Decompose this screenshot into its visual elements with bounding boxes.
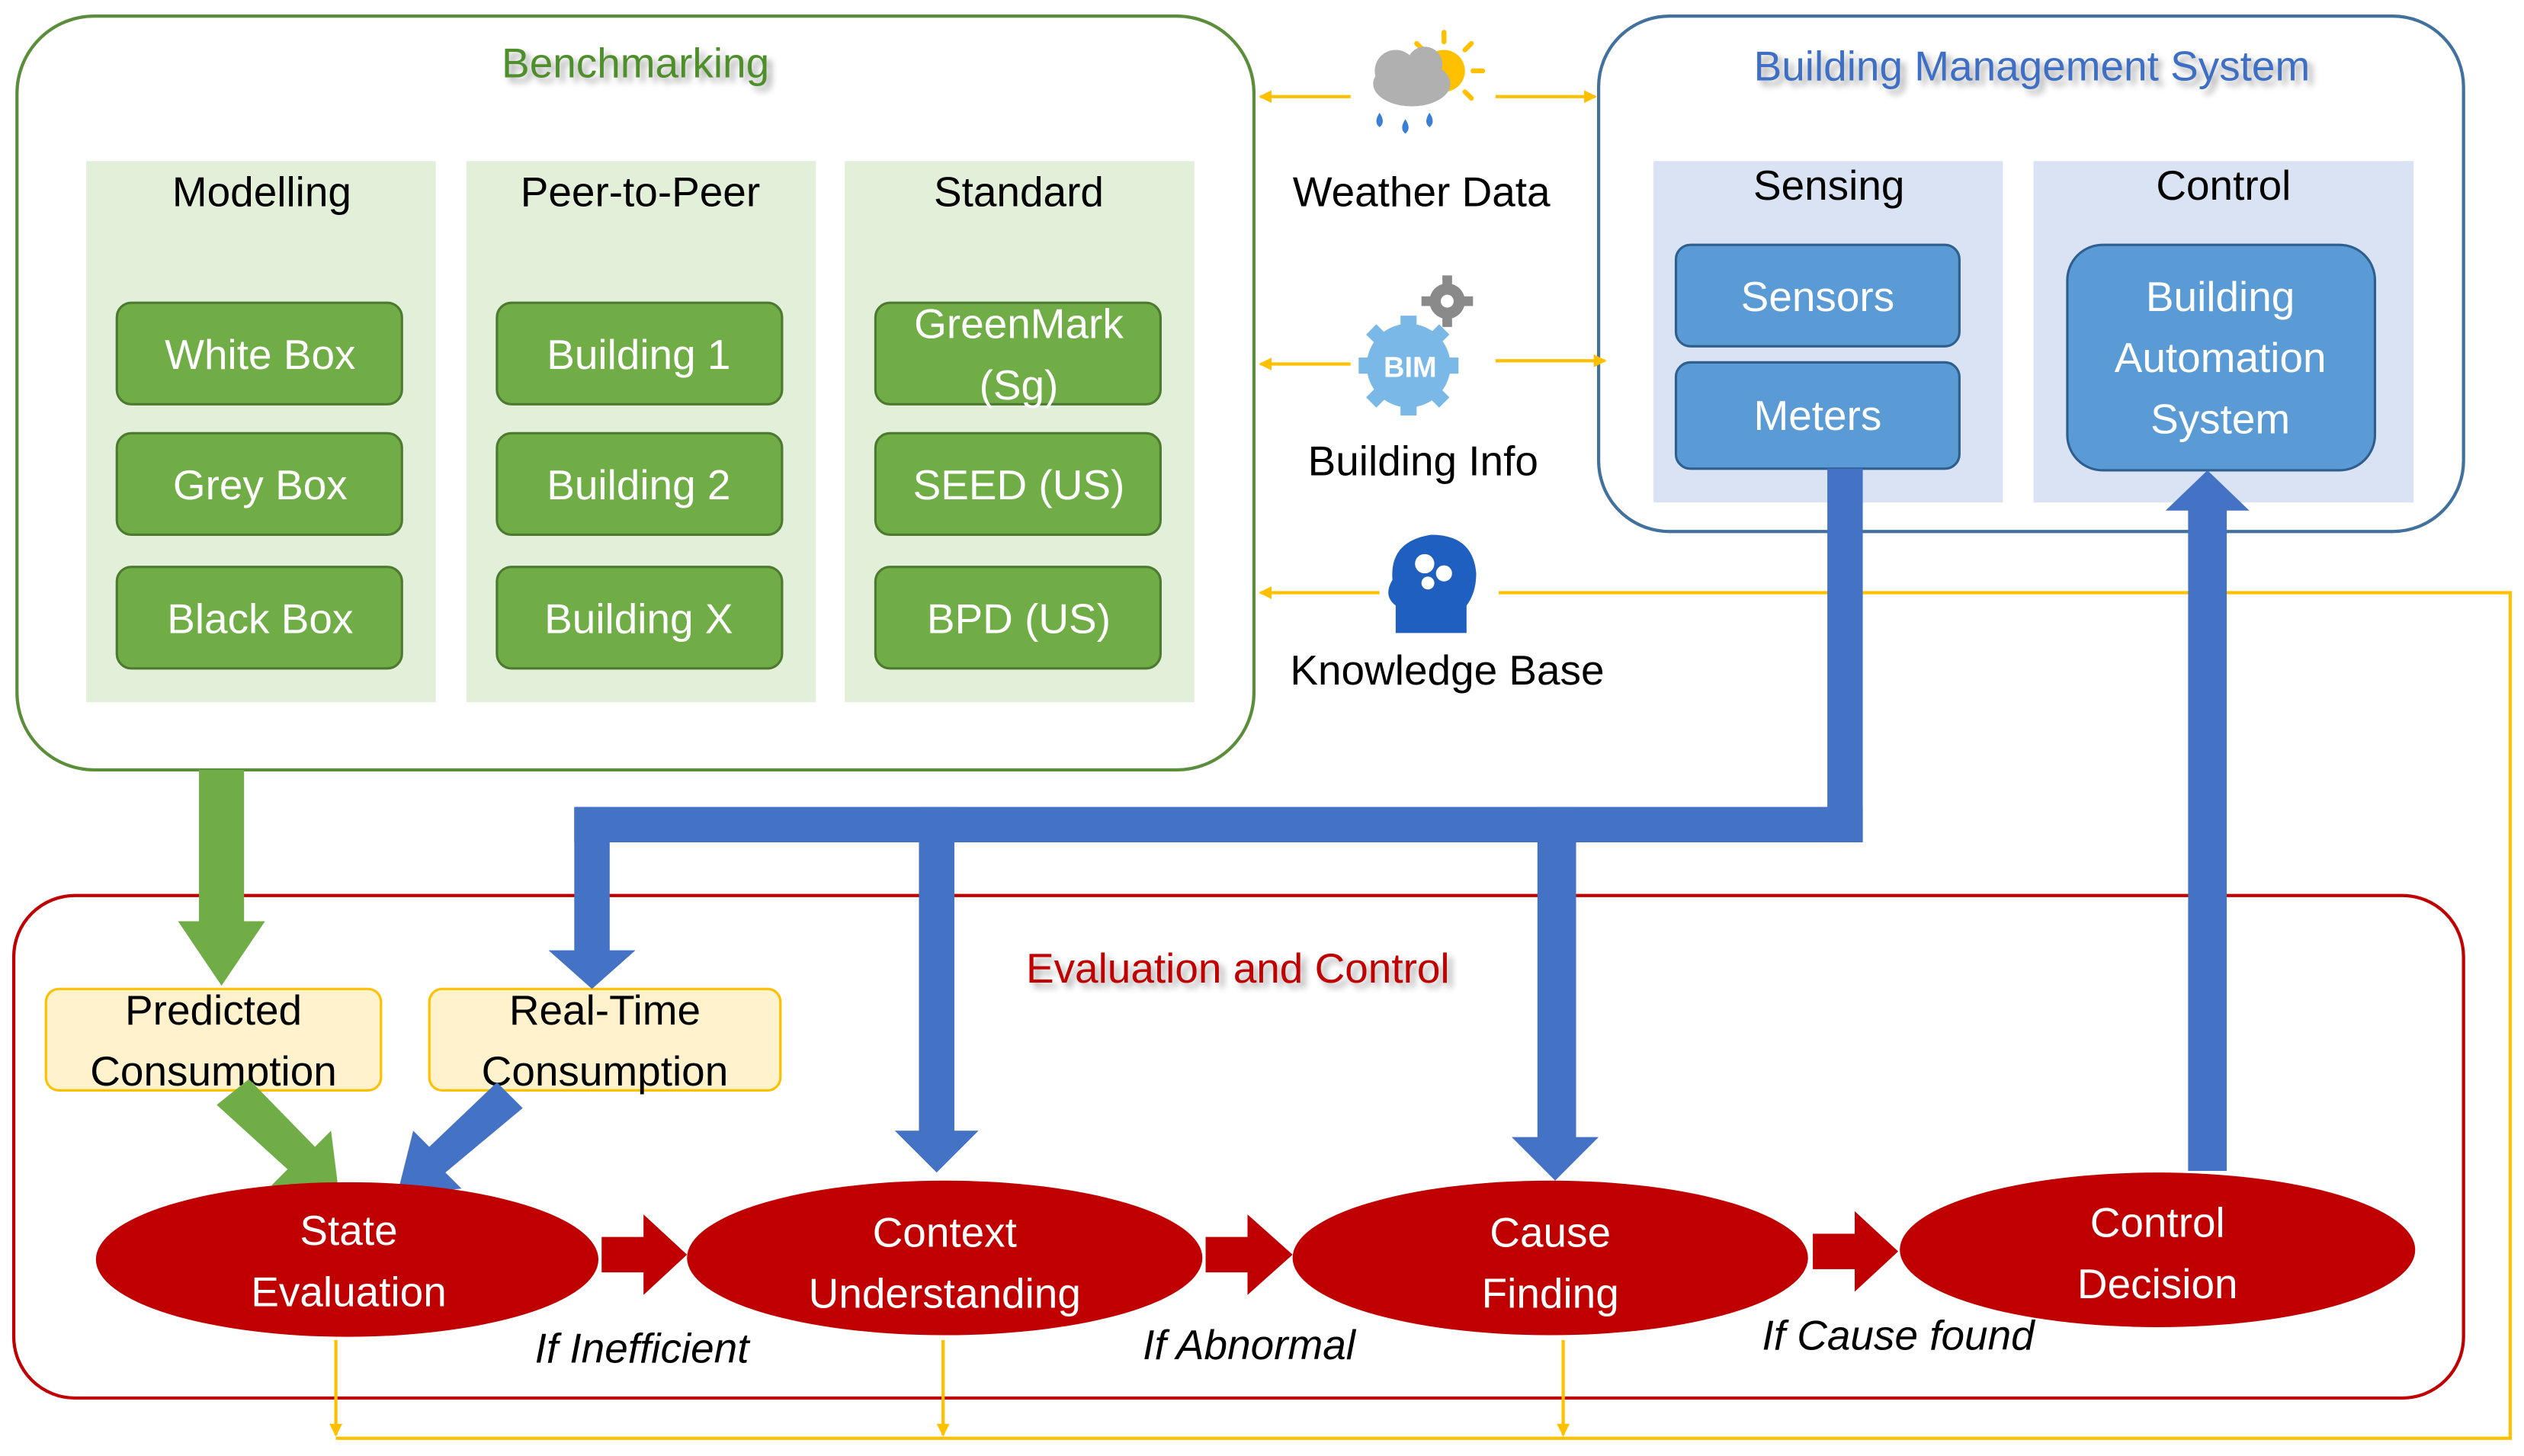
building-2-label: Building 2 <box>547 461 730 508</box>
meters-item: Meters <box>1674 361 1961 470</box>
building-x-item: Building X <box>495 566 784 670</box>
black-box-label: Black Box <box>167 595 353 642</box>
bpd-label: BPD (US) <box>927 595 1111 642</box>
weather-data-label: Weather Data <box>1293 168 1551 215</box>
weather-cloud-sun-rain-icon <box>1373 30 1486 134</box>
if-abnormal-label: If Abnormal <box>1143 1321 1357 1368</box>
sensors-item: Sensors <box>1674 243 1961 348</box>
greenmark-label: GreenMark(Sg) <box>914 300 1124 409</box>
greenmark-item: GreenMark(Sg) <box>874 300 1162 409</box>
peer-to-peer-header: Peer-to-Peer <box>521 168 760 215</box>
sensors-label: Sensors <box>1741 273 1894 320</box>
building-1-item: Building 1 <box>495 301 784 406</box>
context-to-cause-arrow <box>1205 1214 1293 1295</box>
white-box-item: White Box <box>115 301 403 406</box>
cause-to-control-arrow <box>1813 1211 1899 1292</box>
if-cause-found-label: If Cause found <box>1762 1312 2035 1359</box>
bpd-item: BPD (US) <box>874 566 1162 670</box>
grey-box-label: Grey Box <box>173 461 348 508</box>
control-to-bas-arrow <box>2165 470 2250 1172</box>
bim-icon-text: BIM <box>1384 351 1437 383</box>
building-2-item: Building 2 <box>495 431 784 537</box>
benchmarking-title: Benchmarking <box>502 39 769 86</box>
bms-title: Building Management System <box>1754 43 2311 90</box>
state-to-context-arrow <box>601 1214 688 1295</box>
sensing-header: Sensing <box>1753 162 1904 209</box>
seed-item: SEED (US) <box>874 431 1162 537</box>
predicted-to-state-arrow <box>216 1079 339 1195</box>
benchmark-to-predicted-arrow <box>178 769 265 986</box>
white-box-label: White Box <box>165 331 355 378</box>
building-info-label: Building Info <box>1308 437 1538 484</box>
head-gears-icon <box>1388 534 1477 633</box>
black-box-item: Black Box <box>115 566 403 670</box>
building-1-label: Building 1 <box>547 331 730 378</box>
modelling-header: Modelling <box>172 168 351 215</box>
seed-label: SEED (US) <box>913 461 1125 508</box>
knowledge-feedback-lines <box>329 1339 1570 1437</box>
evaluation-title: Evaluation and Control <box>1026 944 1450 992</box>
bim-gear-icon: BIM <box>1358 275 1474 416</box>
grey-box-item: Grey Box <box>115 431 403 537</box>
if-inefficient-label: If Inefficient <box>535 1324 752 1371</box>
knowledge-base-label: Knowledge Base <box>1290 646 1604 694</box>
realtime-to-state-arrow <box>396 1082 523 1195</box>
building-x-label: Building X <box>544 595 733 642</box>
sensing-data-arrows <box>548 468 1863 1181</box>
standard-header: Standard <box>934 168 1104 215</box>
meters-label: Meters <box>1753 392 1881 439</box>
control-header: Control <box>2156 162 2291 209</box>
